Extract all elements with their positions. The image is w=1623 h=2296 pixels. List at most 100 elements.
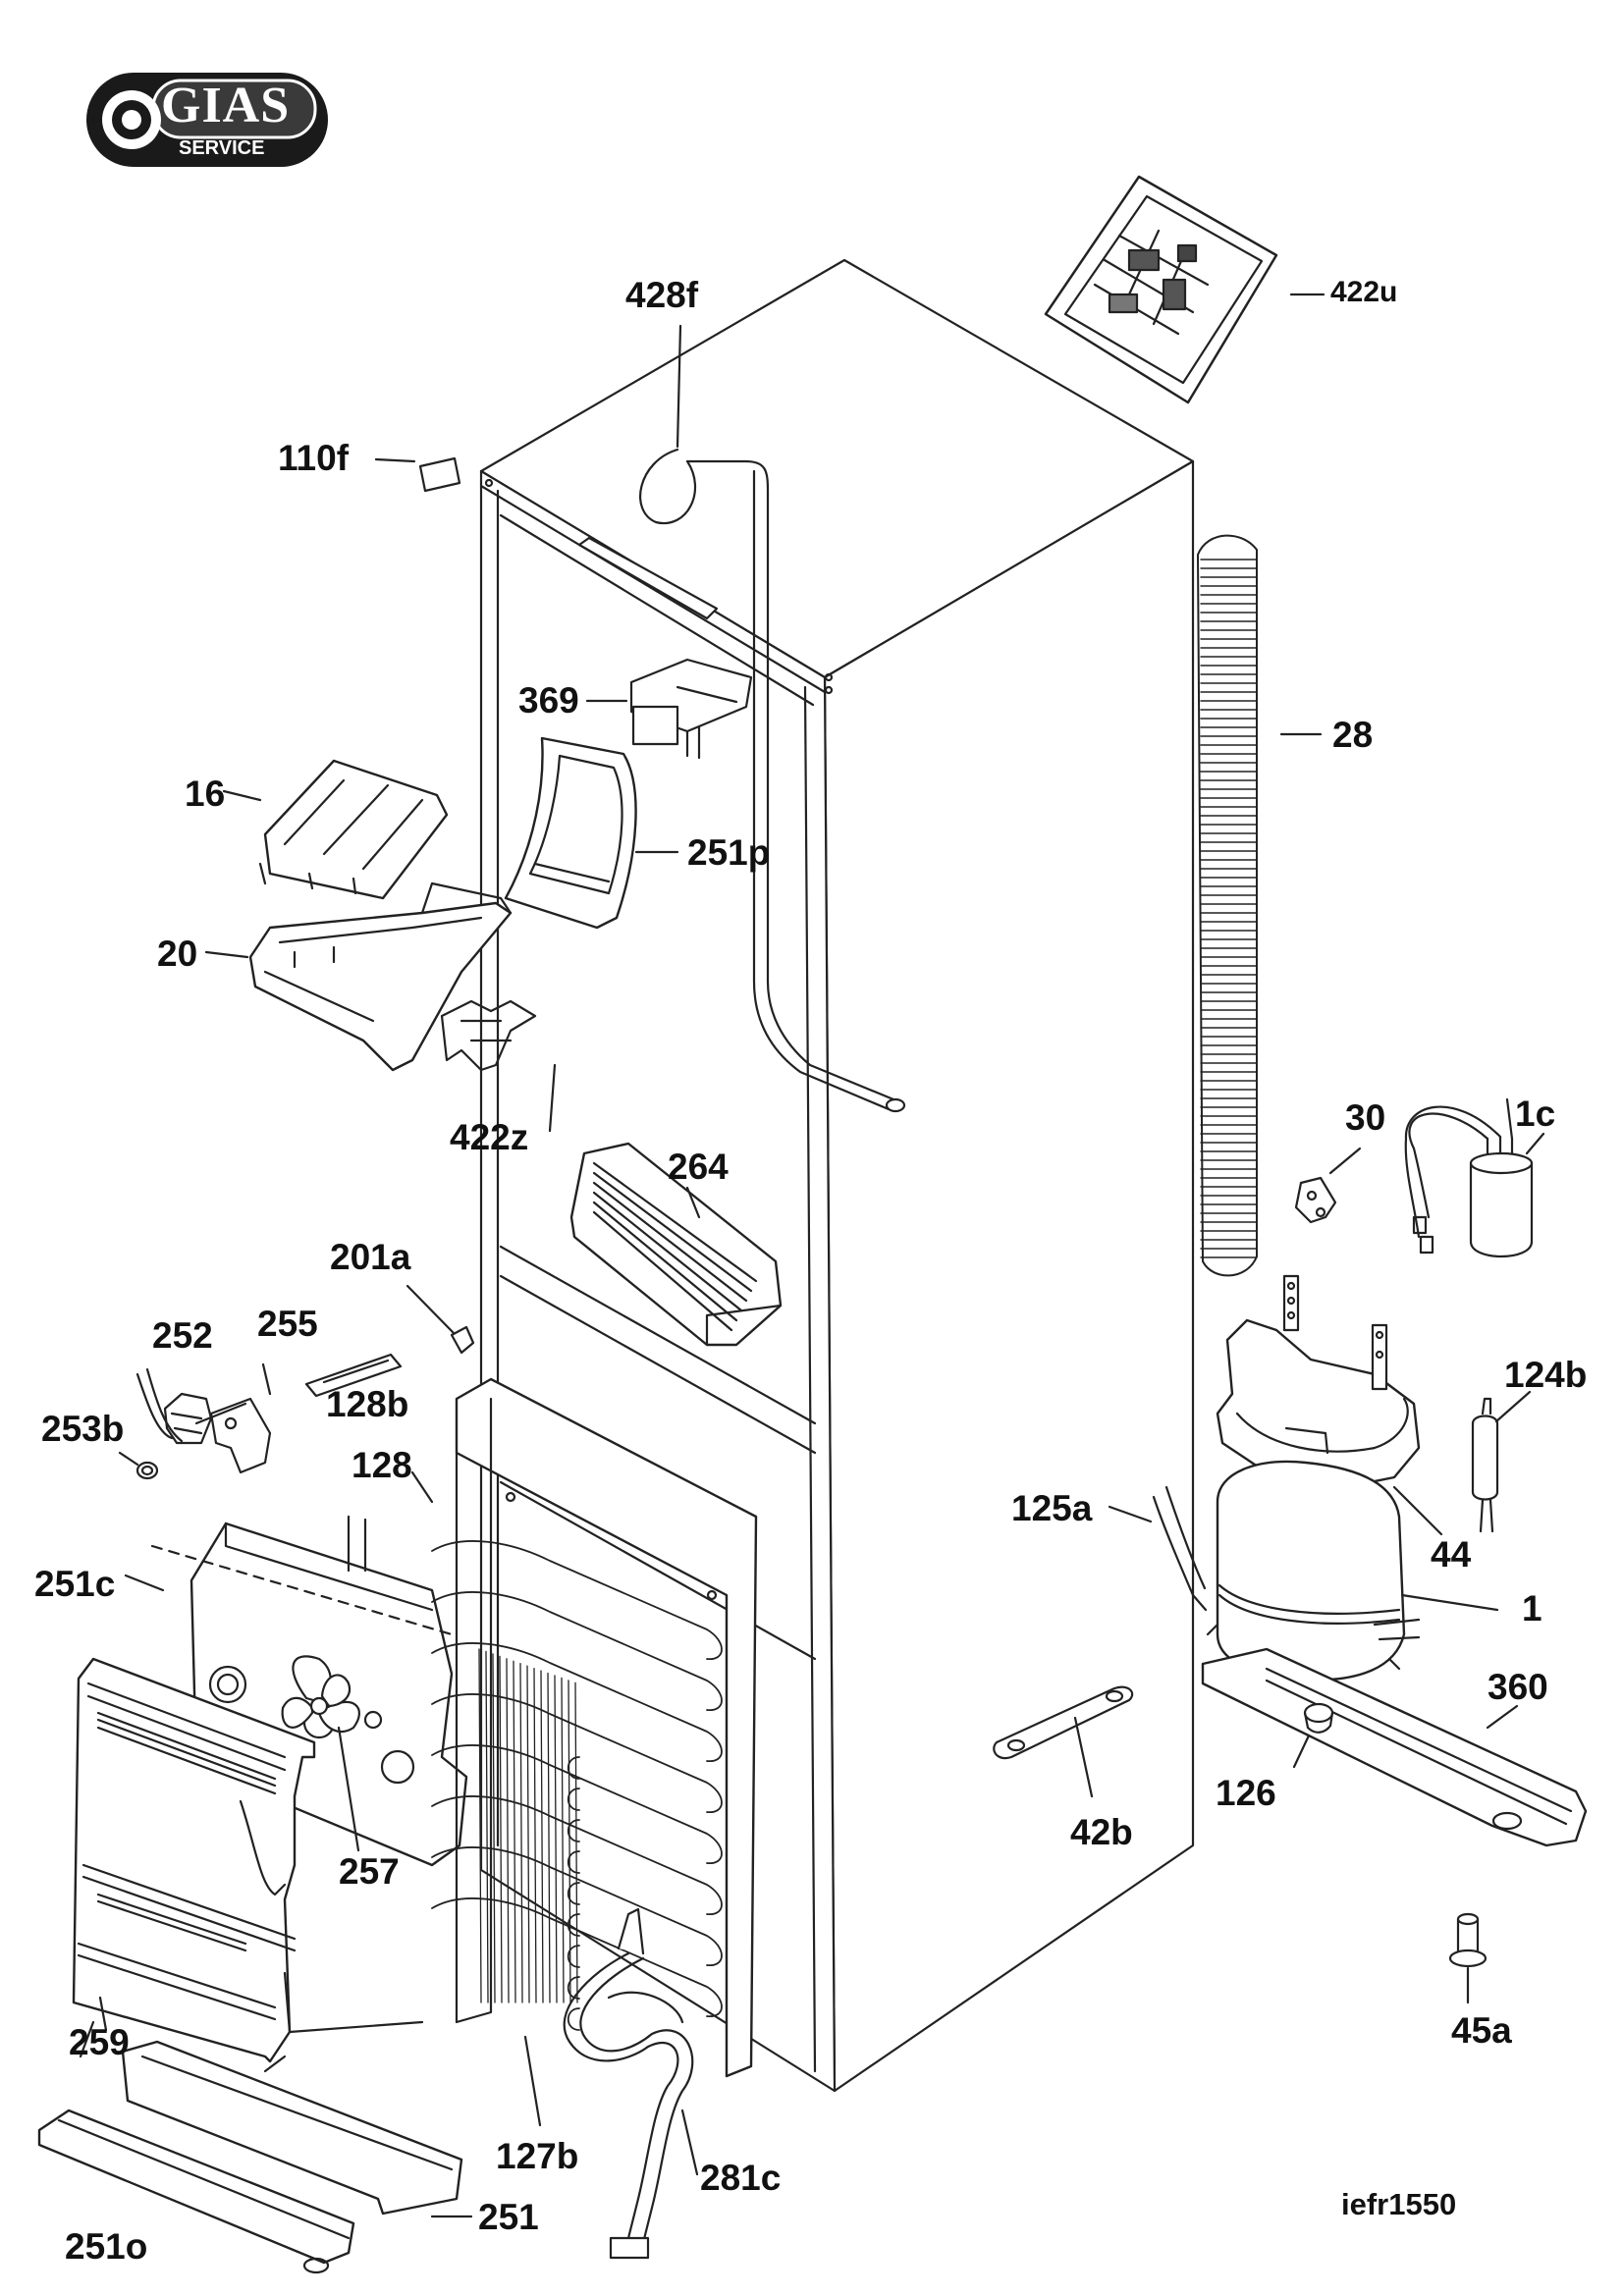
evaporator-bend: [567, 1976, 580, 2000]
part-label-124b: 124b: [1504, 1355, 1588, 1395]
part-30: [1294, 1147, 1362, 1224]
part-label-30: 30: [1345, 1097, 1386, 1138]
evaporator-bend: [567, 1819, 580, 1842]
plate-251: [121, 1971, 473, 2218]
fan-257: [281, 1655, 360, 1852]
evaporator-fin: [540, 1670, 544, 2003]
bracket-42b: [993, 1685, 1134, 1798]
foot-45a: [1448, 1912, 1488, 2004]
part-369: [585, 658, 753, 760]
evaporator-coil: [431, 1693, 723, 1813]
drawing-code: iefr1550: [1341, 2187, 1457, 2221]
evaporator-fin: [499, 1655, 503, 2003]
part-label-1c: 1c: [1515, 1094, 1556, 1134]
evaporator-fin: [533, 1667, 537, 2003]
part-label-125a: 125a: [1011, 1488, 1093, 1528]
part-label-422z: 422z: [450, 1117, 529, 1157]
evaporator-coil: [431, 1540, 723, 1660]
part-label-264: 264: [668, 1147, 729, 1187]
evaporator-bend: [567, 1788, 580, 1811]
part-label-422u: 422u: [1330, 276, 1398, 308]
part-label-44: 44: [1431, 1534, 1472, 1575]
part-110f: [374, 456, 461, 493]
part-label-251: 251: [478, 2197, 539, 2237]
evaporator-fin: [519, 1663, 523, 2003]
filter-124b: [1471, 1390, 1532, 1533]
evaporator-coil: [431, 1897, 723, 2017]
part-label-110f: 110f: [278, 438, 350, 478]
part-label-251c: 251c: [34, 1564, 116, 1604]
lamp-cover-16: [222, 759, 449, 900]
evaporator-fin: [485, 1650, 489, 2003]
evaporator-coil: [431, 1744, 723, 1864]
evaporator-fin: [478, 1648, 482, 2003]
condenser-28: [1197, 534, 1323, 1277]
part-label-360: 360: [1488, 1667, 1548, 1707]
part-label-45a: 45a: [1451, 2010, 1512, 2051]
part-label-16: 16: [185, 774, 226, 814]
compressor-1: [1206, 1460, 1499, 1682]
fan-motor-252: [135, 1367, 213, 1445]
evaporator-coil: [431, 1591, 723, 1711]
drain-hose-281c: [563, 1907, 699, 2260]
evaporator-fin: [547, 1672, 551, 2003]
evaporator-fin: [513, 1660, 516, 2003]
logo-badge-shape: [86, 73, 328, 167]
leader-lines: [194, 324, 682, 1504]
evaporator-coil: [431, 1642, 723, 1762]
evaporator-coil: [431, 1846, 723, 1966]
evaporator-fin: [574, 1682, 578, 2003]
part-label-128: 128: [352, 1445, 412, 1485]
logo-name: GIAS: [161, 78, 291, 133]
screw-201a: [406, 1284, 475, 1355]
part-label-259: 259: [69, 2022, 130, 2062]
evaporator-fin: [554, 1675, 558, 2003]
strip-128b: [304, 1353, 403, 1398]
part-label-42b: 42b: [1070, 1812, 1133, 1852]
part-label-126: 126: [1216, 1773, 1276, 1813]
diffuser-251p: [504, 736, 679, 930]
gias-service-logo: GIAS SERVICE: [84, 71, 330, 169]
part-label-253b: 253b: [41, 1409, 125, 1449]
vent-264: [569, 1142, 783, 1347]
part-label-257: 257: [339, 1851, 400, 1892]
part-label-1: 1: [1522, 1588, 1542, 1629]
evaporator-fin: [526, 1665, 530, 2003]
part-label-252: 252: [152, 1315, 213, 1356]
part-label-201a: 201a: [330, 1237, 411, 1277]
base-rail-360: [1201, 1647, 1588, 1847]
evaporator-fin: [492, 1653, 496, 2003]
grommet-126: [1292, 1702, 1334, 1769]
part-label-20: 20: [157, 934, 198, 974]
evaporator-127b: [347, 1377, 758, 2127]
bracket-255: [209, 1362, 272, 1474]
evaporator-fin: [506, 1658, 510, 2003]
part-label-251o: 251o: [65, 2226, 148, 2267]
capacitor-1c: [1404, 1097, 1545, 1257]
evaporator-bend: [567, 2007, 580, 2031]
part-label-255: 255: [257, 1304, 318, 1344]
evaporator-bend: [567, 1945, 580, 1968]
part-label-428f: 428f: [625, 275, 699, 315]
panel-259: [72, 1657, 316, 2073]
part-label-28: 28: [1332, 715, 1374, 755]
evaporator-bend: [567, 1850, 580, 1874]
board-422u: [1044, 175, 1325, 404]
evaporator-bend: [567, 1913, 580, 1937]
part-label-127b: 127b: [496, 2136, 579, 2176]
pipe-125a: [1108, 1485, 1208, 1612]
wiring-422z: [440, 999, 537, 1072]
part-label-251p: 251p: [687, 832, 771, 873]
compressor-tray-44: [1216, 1274, 1443, 1536]
trim-251o: [37, 2109, 355, 2274]
evaporator-bend: [567, 1882, 580, 1905]
part-label-281c: 281c: [700, 2158, 782, 2198]
evaporator-coil: [431, 1795, 723, 1915]
evaporator-fin: [561, 1677, 565, 2003]
sensor-428f: [639, 448, 906, 1113]
logo-subtitle: SERVICE: [179, 137, 265, 159]
evaporator-bend: [567, 1756, 580, 1780]
part-label-128b: 128b: [326, 1384, 409, 1424]
